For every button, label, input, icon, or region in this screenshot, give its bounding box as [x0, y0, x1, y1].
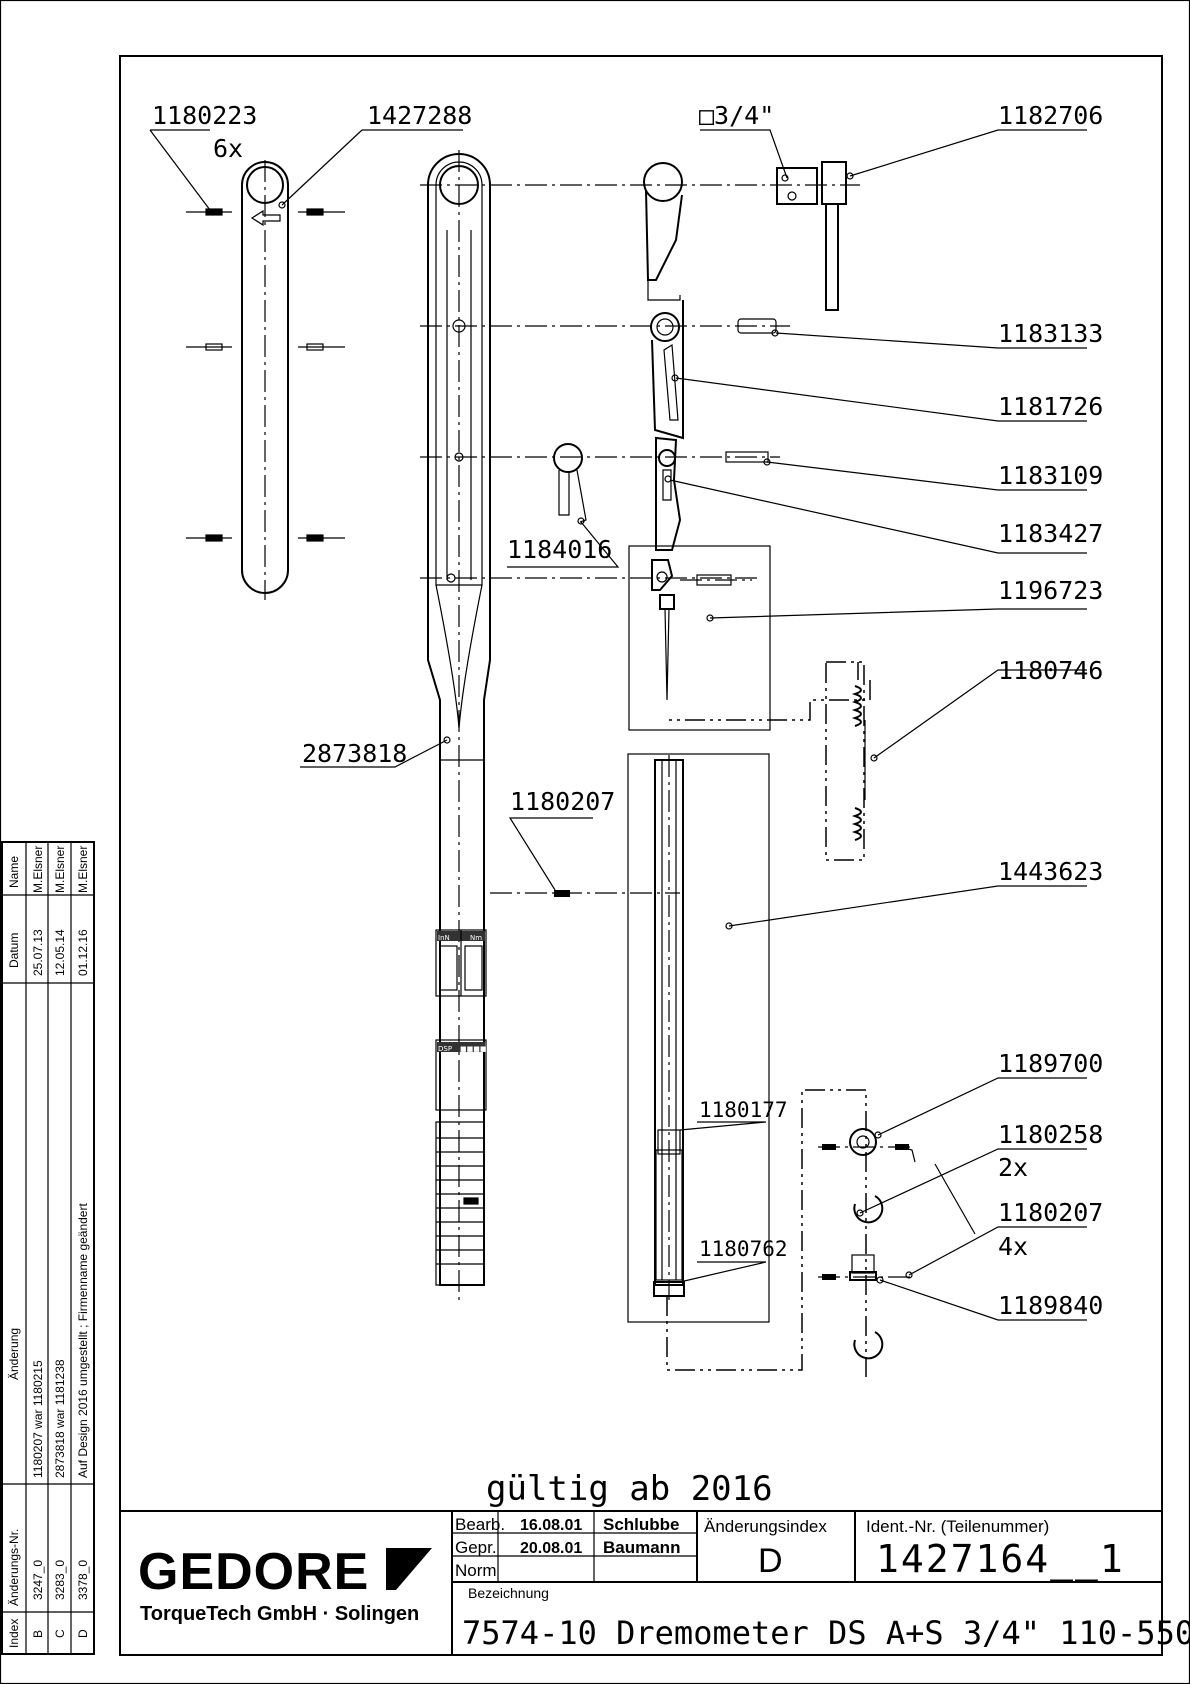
label-1184016: 1184016	[507, 535, 612, 564]
rev-header-index: Index	[7, 1619, 21, 1648]
change-index-label: Änderungsindex	[704, 1517, 827, 1536]
rev-row-change: Auf Design 2016 umgestellt ; Firmenname …	[76, 1203, 90, 1478]
springs-1180746	[668, 661, 878, 861]
label-1180223: 1180223	[152, 101, 257, 130]
label-square-drive: □3/4"	[699, 101, 774, 130]
rev-row-change: 1180207 war 1180215	[31, 1360, 45, 1478]
tb-row-label: Bearb.	[455, 1515, 505, 1534]
rev-row-index: C	[53, 1629, 67, 1638]
company-name: TorqueTech GmbH · Solingen	[140, 1603, 419, 1625]
label-1196723: 1196723	[998, 576, 1103, 605]
rev-header-date: Datum	[7, 933, 21, 968]
tb-row-date: 16.08.01	[520, 1517, 582, 1534]
tb-row-label: Gepr.	[455, 1538, 497, 1557]
rev-header-number: Änderungs-Nr.	[7, 1529, 21, 1606]
label-1180258: 1180258	[998, 1120, 1103, 1149]
scale-label: DSP	[438, 1045, 452, 1053]
label-1180207: 1180207	[510, 787, 615, 816]
tb-row-date: 20.08.01	[520, 1540, 582, 1557]
label-1183427: 1183427	[998, 519, 1103, 548]
rev-row-index: D	[76, 1629, 90, 1638]
tb-row-name: Baumann	[603, 1538, 680, 1557]
drawing-frame	[119, 55, 1163, 1656]
detail-box-1443623	[554, 753, 770, 1323]
label-1180207-qty: 4x	[998, 1232, 1028, 1261]
designation-label: Bezeichnung	[468, 1585, 549, 1601]
rev-row-date: 01.12.16	[76, 929, 90, 976]
label-1180258-qty: 2x	[998, 1153, 1028, 1182]
leader-lines	[149, 129, 1087, 1321]
label-1427288: 1427288	[367, 101, 472, 130]
rev-row-name: M.Elsner	[76, 846, 90, 893]
label-1443623: 1443623	[998, 857, 1103, 886]
scale-label: Nm	[470, 934, 482, 942]
logo-mark	[386, 1548, 432, 1590]
label-1189840: 1189840	[998, 1291, 1103, 1320]
rev-header-change: Änderung	[7, 1328, 21, 1380]
label-1189700: 1189700	[998, 1049, 1103, 1078]
rev-row-date: 25.07.13	[31, 929, 45, 976]
label-2873818: 2873818	[302, 739, 407, 768]
ident-label: Ident.-Nr. (Teilenummer)	[866, 1517, 1049, 1536]
label-1180177: 1180177	[699, 1098, 788, 1122]
label-1183133: 1183133	[998, 319, 1103, 348]
tb-row-label: Norm	[455, 1561, 497, 1580]
revision-table: Index Änderungs-Nr. Änderung Datum Name …	[1, 841, 95, 1655]
label-1180207-b: 1180207	[998, 1198, 1103, 1227]
rev-row-date: 12.05.14	[53, 929, 67, 976]
gedore-logo: GEDORE	[138, 1543, 369, 1601]
part-labels: 1180223 6x 1427288 □3/4" 1182706 1183133…	[152, 101, 1103, 1320]
wrench-body	[427, 150, 491, 1300]
rev-header-name: Name	[7, 856, 21, 888]
rev-row-name: M.Elsner	[53, 846, 67, 893]
rev-row-name: M.Elsner	[31, 846, 45, 893]
label-1182706: 1182706	[998, 101, 1103, 130]
rev-row-number: 3247_0	[31, 1560, 45, 1600]
label-1180223-qty: 6x	[213, 134, 243, 163]
change-index: D	[758, 1542, 783, 1580]
label-1180762: 1180762	[699, 1237, 788, 1261]
rev-row-number: 3378_0	[76, 1560, 90, 1600]
lock-parts	[666, 1089, 916, 1380]
ident-number: 1427164__1	[876, 1537, 1125, 1582]
label-1181726: 1181726	[998, 392, 1103, 421]
label-1183109: 1183109	[998, 461, 1103, 490]
scale-label: InN	[438, 934, 450, 942]
side-plate	[186, 160, 345, 600]
label-1180746: 1180746	[998, 656, 1103, 685]
detail-box-1196723	[628, 545, 771, 731]
designation: 7574-10 Dremometer DS A+S 3/4" 110-550 N…	[462, 1614, 1190, 1652]
title-block: GEDORE TorqueTech GmbH · Solingen Bearb.…	[119, 1510, 1190, 1656]
rev-row-change: 2873818 war 1181238	[53, 1359, 67, 1478]
ratchet-mechanism	[553, 161, 854, 551]
tb-row-name: Schlubbe	[603, 1515, 680, 1534]
scale-label: ■■■■	[460, 1045, 486, 1053]
assembly-centerlines	[420, 184, 860, 894]
validity-note: gültig ab 2016	[486, 1469, 773, 1509]
rev-row-number: 3283_0	[53, 1560, 67, 1600]
rev-row-index: B	[31, 1630, 45, 1638]
